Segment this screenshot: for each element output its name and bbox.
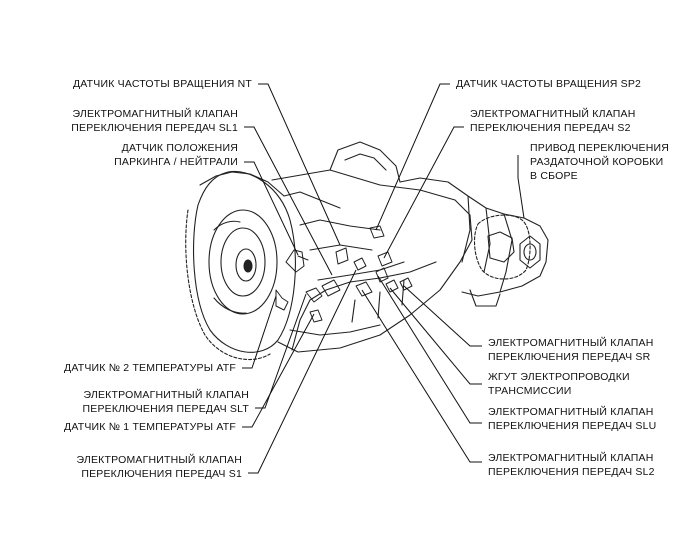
label-nt-sensor: ДАТЧИК ЧАСТОТЫ ВРАЩЕНИЯ NT <box>40 77 252 91</box>
bell-housing <box>185 170 296 361</box>
label-line: ЭЛЕКТРОМАГНИТНЫЙ КЛАПАН <box>76 454 242 466</box>
label-line: ДАТЧИК ПОЛОЖЕНИЯ <box>121 142 238 154</box>
label-line: ПЕРЕКЛЮЧЕНИЯ ПЕРЕДАЧ S2 <box>470 122 631 134</box>
label-slu-valve: ЭЛЕКТРОМАГНИТНЫЙ КЛАПАН ПЕРЕКЛЮЧЕНИЯ ПЕР… <box>488 405 683 433</box>
label-line: ПЕРЕКЛЮЧЕНИЯ ПЕРЕДАЧ S1 <box>81 468 242 480</box>
label-line: ДАТЧИК ЧАСТОТЫ ВРАЩЕНИЯ SP2 <box>456 78 642 90</box>
transfer-case <box>399 177 549 307</box>
label-line: ТРАНСМИССИИ <box>488 385 572 397</box>
label-line: ЖГУТ ЭЛЕКТРОПРОВОДКИ <box>488 371 630 383</box>
label-line: ЭЛЕКТРОМАГНИТНЫЙ КЛАПАН <box>470 108 636 120</box>
label-line: ЭЛЕКТРОМАГНИТНЫЙ КЛАПАН <box>488 406 654 418</box>
label-slt-valve: ЭЛЕКТРОМАГНИТНЫЙ КЛАПАН ПЕРЕКЛЮЧЕНИЯ ПЕР… <box>20 388 249 416</box>
label-atf-temp2-sensor: ДАТЧИК № 2 ТЕМПЕРАТУРЫ ATF <box>20 361 236 375</box>
label-line: ЭЛЕКТРОМАГНИТНЫЙ КЛАПАН <box>72 108 238 120</box>
label-line: ДАТЧИК ЧАСТОТЫ ВРАЩЕНИЯ NT <box>72 78 252 90</box>
main-case <box>271 141 473 353</box>
label-line: ДАТЧИК № 1 ТЕМПЕРАТУРЫ ATF <box>64 421 236 433</box>
label-line: РАЗДАТОЧНОЙ КОРОБКИ <box>530 156 664 168</box>
label-line: ПЕРЕКЛЮЧЕНИЯ ПЕРЕДАЧ SLU <box>488 420 657 432</box>
label-line: ПАРКИНГА / НЕЙТРАЛИ <box>114 156 238 168</box>
label-wire-harness: ЖГУТ ЭЛЕКТРОПРОВОДКИ ТРАНСМИССИИ <box>488 370 683 398</box>
label-line: ПЕРЕКЛЮЧЕНИЯ ПЕРЕДАЧ SL1 <box>71 122 238 134</box>
label-sr-valve: ЭЛЕКТРОМАГНИТНЫЙ КЛАПАН ПЕРЕКЛЮЧЕНИЯ ПЕР… <box>488 336 683 364</box>
label-line: В СБОРЕ <box>530 170 578 182</box>
label-line: ЭЛЕКТРОМАГНИТНЫЙ КЛАПАН <box>83 389 249 401</box>
label-line: ДАТЧИК № 2 ТЕМПЕРАТУРЫ ATF <box>64 362 236 374</box>
components <box>275 225 413 323</box>
label-line: ПРИВОД ПЕРЕКЛЮЧЕНИЯ <box>530 142 670 154</box>
label-s2-valve: ЭЛЕКТРОМАГНИТНЫЙ КЛАПАН ПЕРЕКЛЮЧЕНИЯ ПЕР… <box>470 107 680 135</box>
label-sl2-valve: ЭЛЕКТРОМАГНИТНЫЙ КЛАПАН ПЕРЕКЛЮЧЕНИЯ ПЕР… <box>488 451 683 479</box>
label-s1-valve: ЭЛЕКТРОМАГНИТНЫЙ КЛАПАН ПЕРЕКЛЮЧЕНИЯ ПЕР… <box>20 453 242 481</box>
label-line: ПЕРЕКЛЮЧЕНИЯ ПЕРЕДАЧ SLT <box>82 403 249 415</box>
label-sp2-sensor: ДАТЧИК ЧАСТОТЫ ВРАЩЕНИЯ SP2 <box>456 77 681 91</box>
label-line: ПЕРЕКЛЮЧЕНИЯ ПЕРЕДАЧ SL2 <box>488 466 655 478</box>
label-park-neutral-sensor: ДАТЧИК ПОЛОЖЕНИЯ ПАРКИНГА / НЕЙТРАЛИ <box>40 141 238 169</box>
label-line: ЭЛЕКТРОМАГНИТНЫЙ КЛАПАН <box>488 452 654 464</box>
label-transfer-actuator: ПРИВОД ПЕРЕКЛЮЧЕНИЯ РАЗДАТОЧНОЙ КОРОБКИ … <box>530 141 685 183</box>
label-atf-temp1-sensor: ДАТЧИК № 1 ТЕМПЕРАТУРЫ ATF <box>20 420 236 434</box>
label-sl1-valve: ЭЛЕКТРОМАГНИТНЫЙ КЛАПАН ПЕРЕКЛЮЧЕНИЯ ПЕР… <box>20 107 238 135</box>
leader-lines <box>242 83 525 474</box>
label-line: ЭЛЕКТРОМАГНИТНЫЙ КЛАПАН <box>488 337 654 349</box>
label-line: ПЕРЕКЛЮЧЕНИЯ ПЕРЕДАЧ SR <box>488 351 651 363</box>
